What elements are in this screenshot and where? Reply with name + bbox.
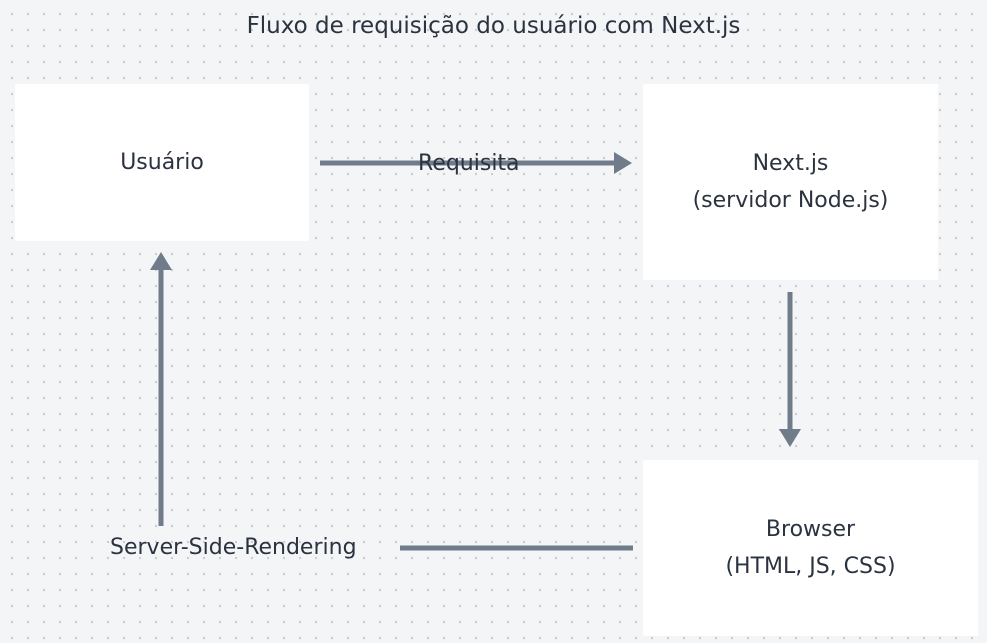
arrow-ssr-head	[150, 252, 172, 270]
node-nextjs-sublabel: (servidor Node.js)	[692, 188, 889, 213]
arrow-request-head	[614, 152, 632, 174]
node-usuario: Usuário	[15, 84, 309, 241]
node-browser-label: Browser	[765, 517, 856, 542]
arrow-render-head	[779, 429, 801, 447]
node-usuario-label: Usuário	[120, 150, 204, 175]
node-nextjs-server: Next.js (servidor Node.js)	[643, 84, 938, 280]
edge-label-request: Requisita	[418, 151, 520, 176]
node-nextjs-label: Next.js	[752, 151, 829, 176]
diagram-title: Fluxo de requisição do usuário com Next.…	[246, 13, 741, 39]
node-browser-sublabel: (HTML, JS, CSS)	[725, 554, 896, 579]
edge-label-ssr: Server-Side-Rendering	[110, 535, 357, 560]
node-browser: Browser (HTML, JS, CSS)	[643, 460, 978, 636]
